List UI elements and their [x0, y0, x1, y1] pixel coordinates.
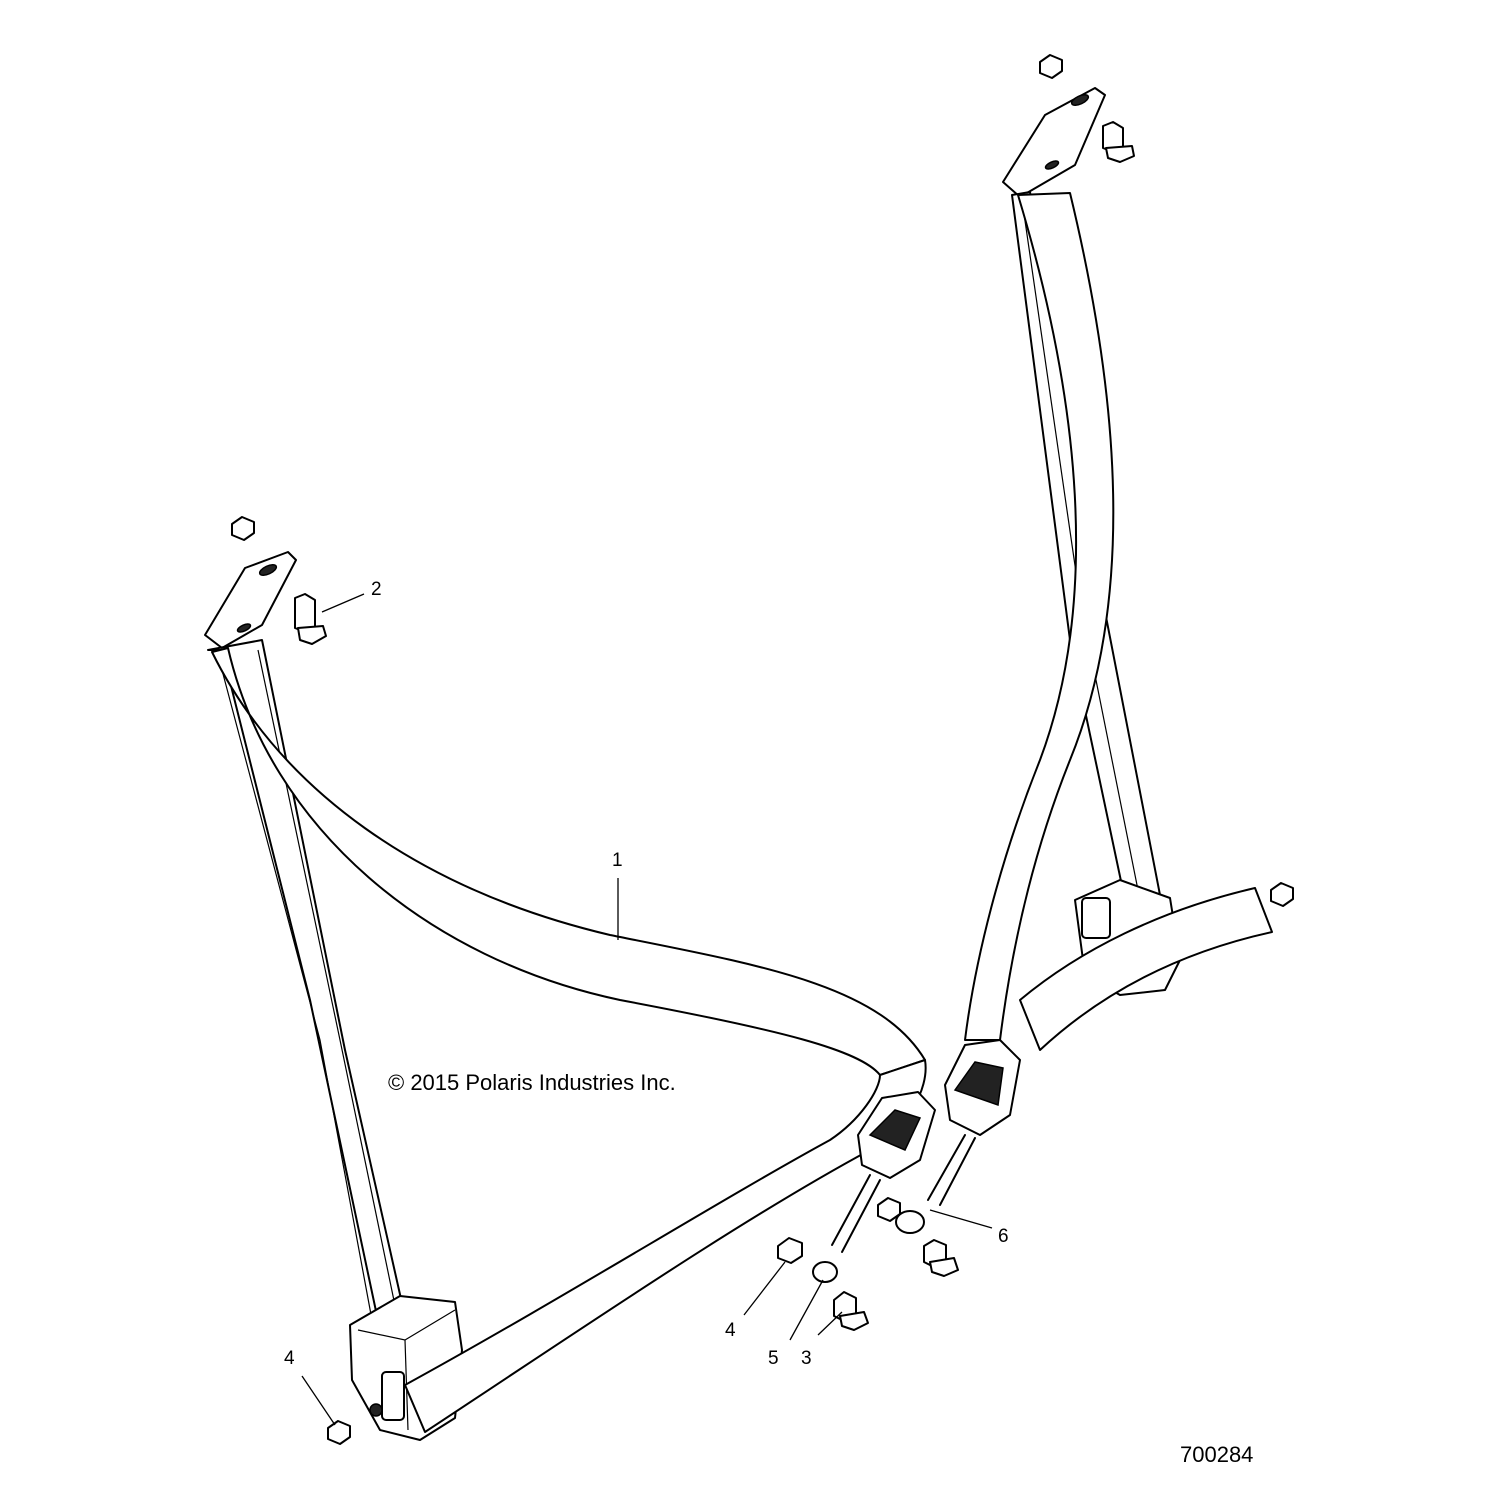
callout-5: 5: [768, 1348, 779, 1369]
nut-right-top: [1039, 54, 1063, 79]
right-lower-strap: [1019, 887, 1273, 1051]
nut-item-4-lower-left: [327, 1420, 351, 1445]
bolt-item-3: [833, 1291, 869, 1331]
bolt-item-2: [294, 593, 327, 645]
callout-leaders: [301, 593, 993, 1426]
callout-3: 3: [801, 1348, 812, 1369]
callout-1: 1: [612, 850, 623, 871]
left-shoulder-strap: [207, 639, 409, 1331]
right-upper-anchor-plate: [1002, 87, 1106, 198]
drawing-number: 700284: [1180, 1442, 1253, 1467]
left-lower-lap-strap: [404, 1059, 927, 1433]
bolt-right-top: [1102, 121, 1135, 163]
left-upper-anchor-plate: [204, 551, 297, 649]
nut-item-4-center: [777, 1237, 803, 1264]
nut-center-small: [877, 1197, 901, 1222]
callout-4a: 4: [284, 1348, 295, 1369]
bolt-center-right: [923, 1239, 959, 1277]
left-belt-assembly: [204, 551, 936, 1441]
callout-6: 6: [998, 1226, 1009, 1247]
nut-left-top: [231, 516, 255, 541]
callout-labels: 1 2 3 4 4 5 6: [284, 579, 1009, 1369]
callout-2: 2: [371, 579, 382, 600]
hardware: [231, 54, 1294, 1445]
right-belt-assembly: [895, 87, 1273, 1234]
copyright-notice: © 2015 Polaris Industries Inc.: [388, 1070, 676, 1095]
callout-4b: 4: [725, 1320, 736, 1341]
nut-right-retractor: [1270, 882, 1294, 907]
